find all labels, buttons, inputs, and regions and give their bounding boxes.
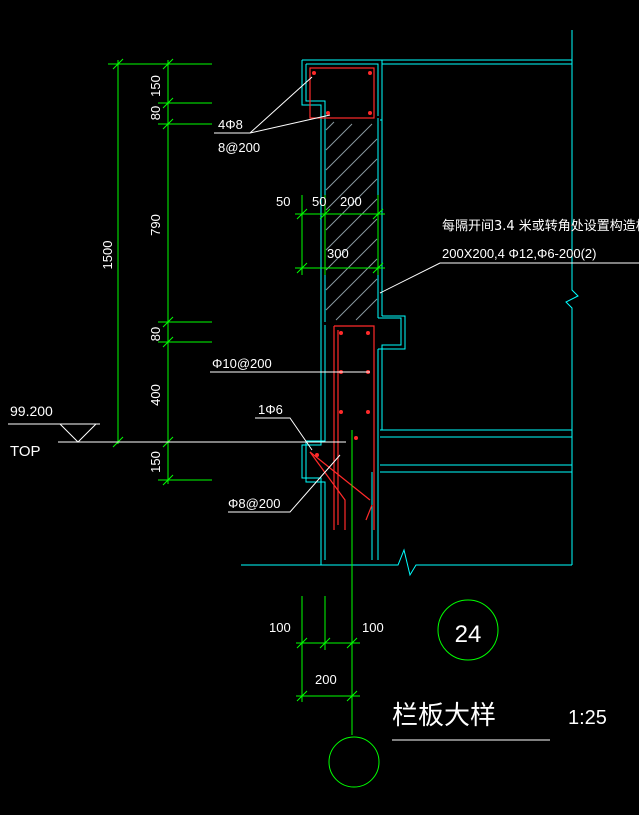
note-line-1: 每隔开间3.4 米或转角处设置构造柱: [442, 218, 639, 234]
dim-150-bottom: 150: [148, 451, 163, 473]
dim-200-bottom: 200: [315, 672, 337, 687]
dim-200: 200: [340, 194, 362, 209]
dim-80-mid: 80: [148, 327, 163, 341]
parapet-outline: [301, 59, 406, 565]
structure-outline: [241, 30, 579, 577]
dim-50-a: 50: [276, 194, 290, 209]
dim-300: 300: [327, 246, 349, 261]
detail-title: 栏板大样: [392, 701, 496, 731]
wall-hatch: [325, 121, 378, 321]
dim-80-top: 80: [148, 106, 163, 120]
level-value: 99.200: [10, 403, 53, 419]
detail-scale: 1:25: [568, 707, 607, 729]
rebar-labels: 4Φ8 8@200 Φ10@200 1Φ6 Φ8@200: [212, 117, 283, 511]
dim-50-b: 50: [312, 194, 326, 209]
top-dimension-lines: [295, 195, 385, 275]
dim-790: 790: [148, 214, 163, 236]
axis-line: [328, 430, 380, 788]
rebar: [309, 67, 375, 530]
dim-1500: 1500: [100, 241, 115, 270]
column-note: 每隔开间3.4 米或转角处设置构造柱 200X200,4 Φ12,Φ6-200(…: [442, 218, 639, 261]
level-marker: [8, 423, 346, 443]
label-top-stirrup: 8@200: [218, 140, 260, 155]
label-top-bars: 4Φ8: [218, 117, 243, 132]
dim-100-right: 100: [362, 620, 384, 635]
note-line-2: 200X200,4 Φ12,Φ6-200(2): [442, 246, 596, 261]
leader-lines: [210, 76, 639, 513]
dim-400: 400: [148, 384, 163, 406]
label-single-bar: 1Φ6: [258, 402, 283, 417]
detail-number-bubble: [437, 599, 499, 661]
vertical-dimension-texts: 1500 150 80 790 80 400 150: [100, 75, 163, 473]
top-dimension-texts: 50 50 200 300: [276, 194, 362, 261]
level-label: TOP: [10, 443, 41, 460]
vertical-dimension-lines: [108, 58, 212, 486]
dim-150-top: 150: [148, 75, 163, 97]
dim-100-left: 100: [269, 620, 291, 635]
detail-number: 24: [455, 621, 482, 648]
bottom-dimension-texts: 100 100 200: [269, 620, 384, 687]
label-bottom-stirrup: Φ8@200: [228, 496, 281, 511]
label-mid-stirrup: Φ10@200: [212, 356, 272, 371]
